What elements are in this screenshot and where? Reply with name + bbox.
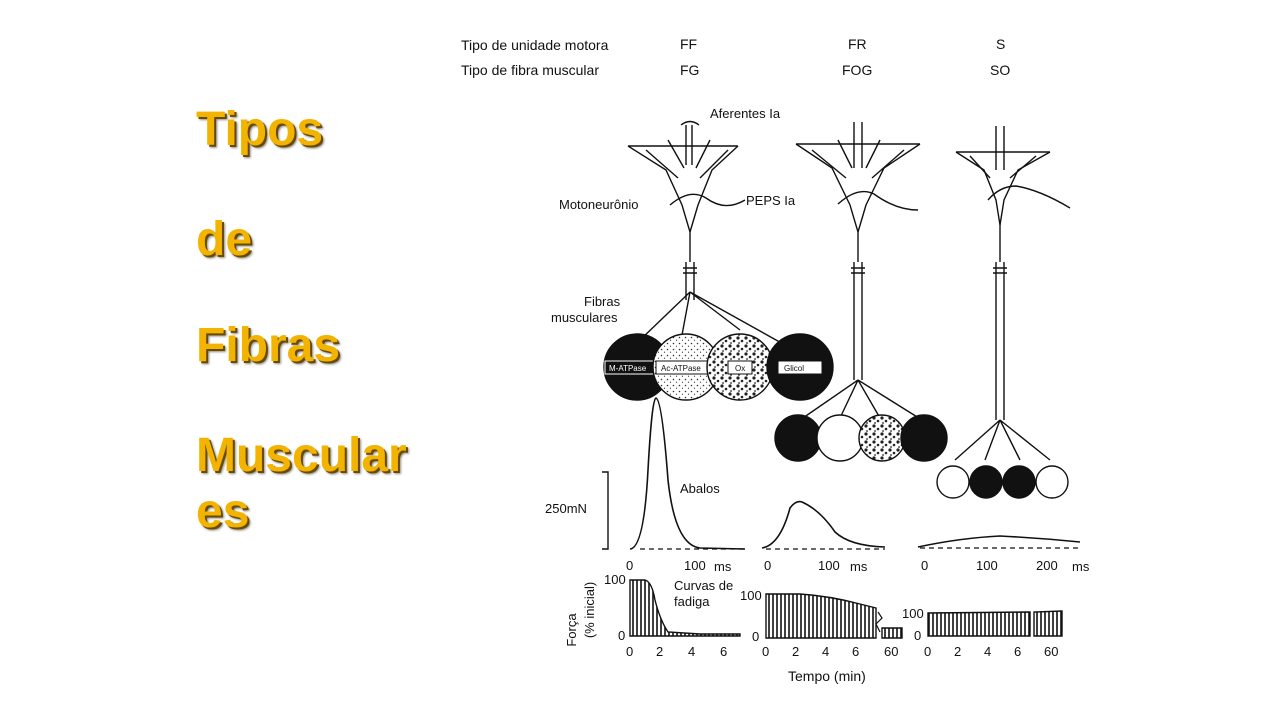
- title-tipos: Tipos: [196, 103, 324, 156]
- s-x-2: 2: [954, 644, 961, 659]
- title-es: es: [196, 485, 250, 538]
- tick-s-ms: ms: [1072, 559, 1090, 574]
- stain-matpase: M-ATPase: [609, 364, 647, 373]
- fr-x-4: 4: [822, 644, 829, 659]
- title-fibras: Fibras: [196, 319, 341, 372]
- label-fibers-1: Fibras: [584, 294, 621, 309]
- s-x-0: 0: [924, 644, 931, 659]
- label-fatigue-1: Curvas de: [674, 578, 733, 593]
- label-afferents: Aferentes Ia: [710, 106, 781, 121]
- fiber-so: SO: [990, 62, 1010, 78]
- fibers-s: [936, 465, 1069, 499]
- tick-fr-0: 0: [764, 558, 771, 573]
- fiber-fg: FG: [680, 62, 699, 78]
- fr-x-0: 0: [762, 644, 769, 659]
- title-de: de: [196, 213, 253, 266]
- ff-y-100: 100: [604, 572, 626, 587]
- label-scale: 250mN: [545, 501, 587, 516]
- s-x-6: 6: [1014, 644, 1021, 659]
- label-peps: PEPS Ia: [746, 193, 796, 208]
- tick-fr-100: 100: [818, 558, 840, 573]
- tick-ff-100: 100: [684, 558, 706, 573]
- fr-x-60: 60: [884, 644, 898, 659]
- fatigue-fr: [765, 593, 903, 639]
- s-y-100: 100: [902, 606, 924, 621]
- fr-x-2: 2: [792, 644, 799, 659]
- stain-ox: Ox: [735, 364, 745, 373]
- unit-ff: FF: [680, 36, 697, 52]
- s-x-4: 4: [984, 644, 991, 659]
- s-x-60: 60: [1044, 644, 1058, 659]
- label-twitches: Abalos: [680, 481, 720, 496]
- header-fiber-label: Tipo de fibra muscular: [461, 62, 599, 78]
- label-time: Tempo (min): [788, 668, 866, 684]
- fr-y-0: 0: [752, 629, 759, 644]
- header-unit-label: Tipo de unidade motora: [461, 37, 609, 53]
- unit-fr: FR: [848, 36, 867, 52]
- stain-acatpase: Ac-ATPase: [661, 364, 701, 373]
- label-fatigue-2: fadiga: [674, 594, 710, 609]
- tick-ff-ms: ms: [714, 559, 732, 574]
- unit-s: S: [996, 36, 1005, 52]
- ff-x-2: 2: [656, 644, 663, 659]
- neuron-ff: [627, 120, 786, 346]
- neuron-fr: [795, 122, 923, 421]
- neuron-s: [954, 126, 1071, 461]
- fr-x-6: 6: [852, 644, 859, 659]
- tick-s-0: 0: [921, 558, 928, 573]
- tick-s-100: 100: [976, 558, 998, 573]
- tick-fr-ms: ms: [850, 559, 868, 574]
- ff-x-6: 6: [720, 644, 727, 659]
- title-muscular: Muscular: [196, 429, 407, 482]
- fr-y-100: 100: [740, 588, 762, 603]
- label-force-2: (% inicial): [582, 582, 597, 638]
- label-force-1: Força: [564, 613, 579, 647]
- ff-x-0: 0: [626, 644, 633, 659]
- twitch-s: [917, 535, 1081, 549]
- fatigue-s: [927, 610, 1063, 637]
- tick-s-200: 200: [1036, 558, 1058, 573]
- fibers-fr: [774, 414, 948, 462]
- s-y-0: 0: [914, 628, 921, 643]
- fibers-ff: M-ATPase Ac-ATPase Ox Glicol: [603, 333, 834, 401]
- fiber-fog: FOG: [842, 62, 872, 78]
- twitch-ff: [602, 397, 746, 550]
- stain-glicol: Glicol: [784, 364, 804, 373]
- ff-y-0: 0: [618, 628, 625, 643]
- fatigue-ff: [629, 579, 741, 637]
- twitch-fr: [761, 500, 886, 550]
- tick-ff-0: 0: [626, 558, 633, 573]
- label-motoneuron: Motoneurônio: [559, 197, 639, 212]
- label-fibers-2: musculares: [551, 310, 618, 325]
- ff-x-4: 4: [688, 644, 695, 659]
